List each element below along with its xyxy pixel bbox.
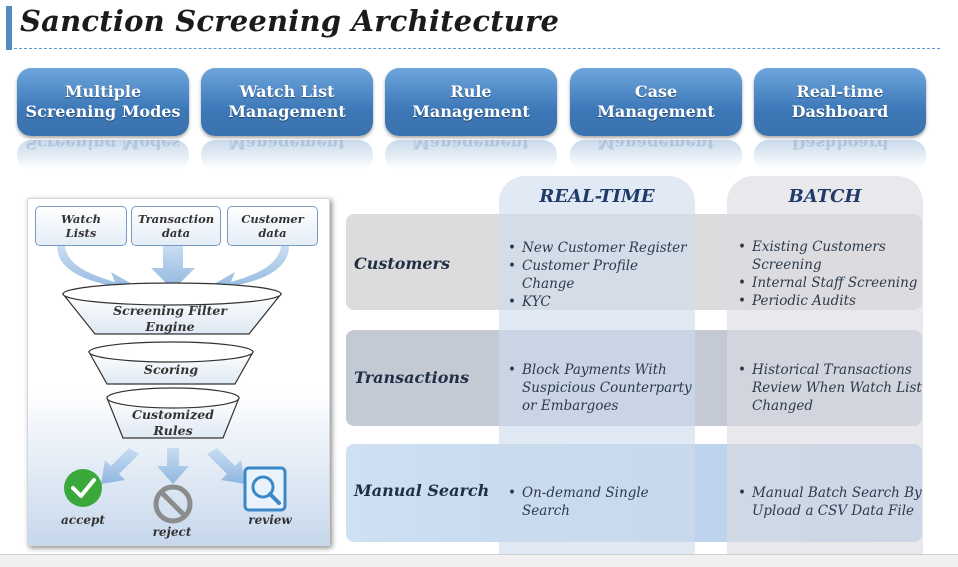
feature-reflection: Screening Modes xyxy=(17,140,189,170)
funnel-graphic xyxy=(57,246,289,524)
output-arrow xyxy=(101,448,139,484)
page-title: Sanction Screening Architecture xyxy=(20,4,560,38)
column-header-batch: BATCH xyxy=(788,186,862,207)
outcome-accept-label: accept xyxy=(61,513,105,527)
list-item: On-demand Single Search xyxy=(508,484,688,520)
output-arrow xyxy=(157,448,189,484)
feature-reflection: Management xyxy=(385,140,557,170)
list-item: Historical Transactions Review When Watc… xyxy=(738,361,924,415)
row-label-transactions: Transactions xyxy=(354,368,470,387)
output-arrow xyxy=(207,448,245,484)
prohibited-icon xyxy=(153,484,193,524)
cell-manual-search-realtime: On-demand Single Search xyxy=(508,484,688,520)
title-divider xyxy=(14,48,940,49)
funnel-stage-2-top xyxy=(88,341,254,363)
cell-customers-batch: Existing Customers Screening Internal St… xyxy=(738,238,922,310)
outcome-review-label: review xyxy=(248,513,292,527)
feature-label: Rule xyxy=(450,82,492,101)
cell-transactions-batch: Historical Transactions Review When Watc… xyxy=(738,361,924,415)
input-arrow xyxy=(207,246,289,294)
feature-label: Multiple xyxy=(64,82,142,101)
stage-scoring: Scoring xyxy=(143,362,199,377)
list-item: Existing Customers Screening xyxy=(738,238,922,274)
list-item: New Customer Register xyxy=(508,239,694,257)
title-accent-bar xyxy=(6,6,12,50)
feature-reflection: Management xyxy=(201,140,373,170)
cell-manual-search-batch: Manual Batch Search By Upload a CSV Data… xyxy=(738,484,924,520)
list-item: Customer Profile Change xyxy=(508,257,694,293)
feature-reflection: Management xyxy=(570,140,742,170)
input-arrow xyxy=(57,246,139,294)
feature-label: Dashboard xyxy=(791,102,889,121)
column-header-realtime: REAL-TIME xyxy=(539,186,655,207)
window-bottom-edge xyxy=(0,554,958,567)
list-item: Internal Staff Screening xyxy=(738,274,922,292)
magnifier-icon xyxy=(243,466,287,512)
feature-reflection: Dashboard xyxy=(754,140,926,170)
funnel-stage-1-top xyxy=(62,282,282,306)
outcome-reject-label: reject xyxy=(152,525,192,539)
cell-customers-realtime: New Customer Register Customer Profile C… xyxy=(508,239,694,311)
feature-label: Management xyxy=(412,102,530,121)
row-label-manual-search: Manual Search xyxy=(354,481,490,500)
list-item: Block Payments With Suspicious Counterpa… xyxy=(508,361,694,415)
feature-label: Screening Modes xyxy=(25,102,181,121)
feature-label: Management xyxy=(597,102,715,121)
list-item: KYC xyxy=(508,293,694,311)
list-item: Manual Batch Search By Upload a CSV Data… xyxy=(738,484,924,520)
funnel-stage-3-top xyxy=(106,387,240,409)
input-arrow xyxy=(151,246,195,290)
feature-label: Real-time xyxy=(796,82,884,101)
list-item: Periodic Audits xyxy=(738,292,922,310)
checkmark-icon xyxy=(64,469,102,507)
feature-label: Case xyxy=(634,82,678,101)
feature-label: Management xyxy=(228,102,346,121)
feature-label: Watch List xyxy=(239,82,335,101)
cell-transactions-realtime: Block Payments With Suspicious Counterpa… xyxy=(508,361,694,415)
row-label-customers: Customers xyxy=(354,254,450,273)
